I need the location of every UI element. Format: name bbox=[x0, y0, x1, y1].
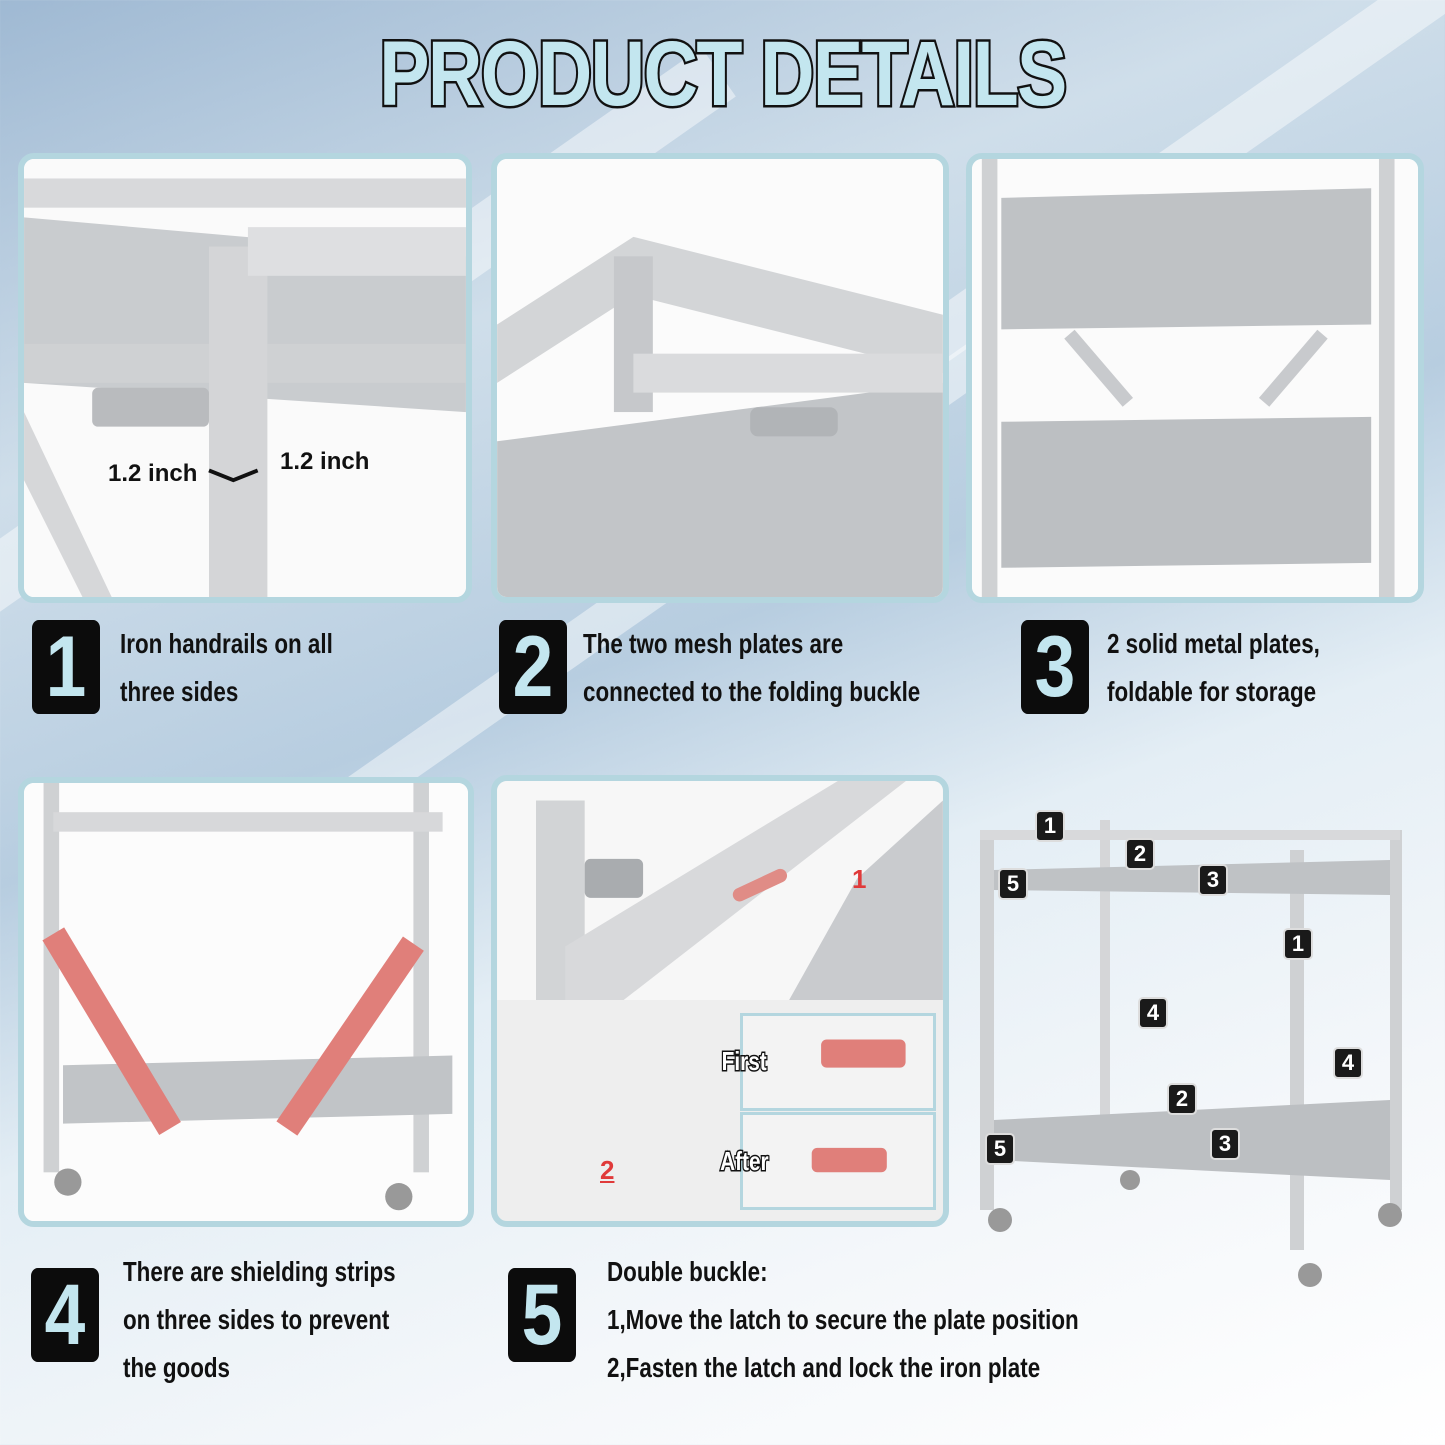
handrail-closeup-image bbox=[18, 153, 472, 603]
mesh-plate-buckle-image bbox=[491, 153, 949, 603]
step-marker-1: 1 bbox=[852, 864, 867, 894]
diagram-tag: 5 bbox=[998, 868, 1028, 900]
diagram-tag: 3 bbox=[1210, 1128, 1240, 1160]
diagram-tag: 2 bbox=[1167, 1083, 1197, 1115]
feature-number-badge: 1 bbox=[32, 620, 100, 714]
feature-number-badge: 3 bbox=[1021, 620, 1089, 714]
diagram-tag: 4 bbox=[1138, 997, 1168, 1029]
after-label: After bbox=[719, 1145, 770, 1178]
step-marker-2: 2 bbox=[600, 1155, 615, 1185]
shielding-strips-image bbox=[18, 777, 474, 1227]
feature-caption: 2 solid metal plates,foldable for storag… bbox=[1107, 628, 1320, 707]
dimension-label-right: 1.2 inch bbox=[280, 448, 370, 475]
cart-overview-diagram bbox=[980, 820, 1402, 1287]
solid-metal-plates-image bbox=[966, 153, 1424, 603]
diagram-tag: 5 bbox=[985, 1133, 1015, 1165]
double-buckle-image bbox=[491, 775, 949, 1227]
feature-number-badge: 5 bbox=[508, 1268, 576, 1362]
feature-number-badge: 4 bbox=[31, 1268, 99, 1362]
latch-first-image bbox=[740, 1013, 936, 1111]
page-title: PRODUCT DETAILS bbox=[377, 21, 1069, 128]
diagram-tag: 3 bbox=[1198, 864, 1228, 896]
dimension-label-left: 1.2 inch bbox=[108, 460, 198, 487]
feature-number-badge: 2 bbox=[499, 620, 567, 714]
first-label: First bbox=[720, 1045, 767, 1078]
diagram-tag: 4 bbox=[1333, 1047, 1363, 1079]
latch-after-image bbox=[740, 1112, 936, 1210]
feature-caption: Double buckle:1,Move the latch to secure… bbox=[607, 1256, 1079, 1383]
diagram-tag: 1 bbox=[1283, 928, 1313, 960]
diagram-tag: 2 bbox=[1125, 838, 1155, 870]
diagram-tag: 1 bbox=[1035, 810, 1065, 842]
